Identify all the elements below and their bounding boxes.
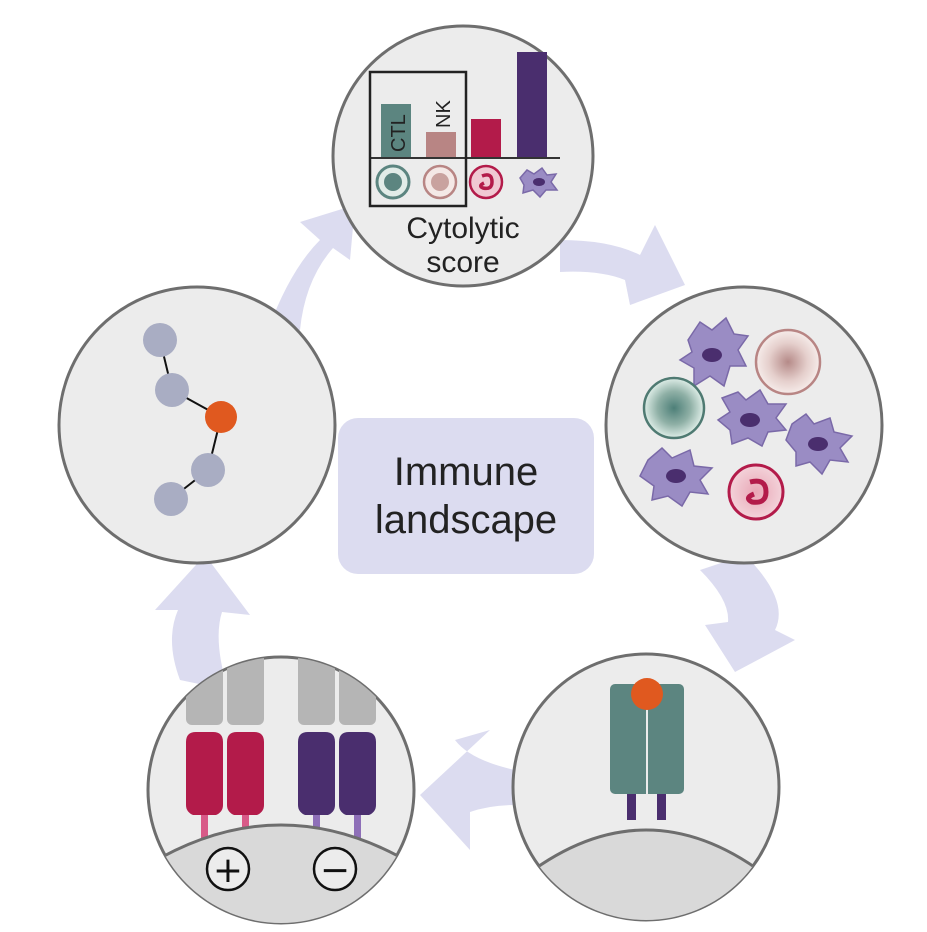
center-title-line2: landscape xyxy=(374,498,558,542)
network-node xyxy=(154,482,188,516)
arrow-right-down xyxy=(700,555,795,672)
arrow-left-up xyxy=(155,555,250,690)
lymphocyte-highlight-box xyxy=(368,70,468,208)
neutrophil-icon xyxy=(468,164,504,200)
minus-symbol: − xyxy=(320,850,350,891)
t-cell-icon xyxy=(642,376,706,440)
plus-symbol: + xyxy=(213,850,243,891)
arrow-bottom-to-left xyxy=(420,730,515,850)
arrow-top-to-right xyxy=(560,225,685,305)
activating-receptor xyxy=(227,732,264,815)
cytolytic-score-panel: CTL NK Cytolytic score xyxy=(331,24,595,288)
cycle-arrows xyxy=(155,205,795,850)
network-node xyxy=(155,373,189,407)
neutrophil-icon xyxy=(727,463,785,521)
bar-label-ctl: CTL xyxy=(388,114,410,152)
minus-icon: − xyxy=(312,846,358,892)
receptor-panel xyxy=(511,652,781,922)
nk-cell-icon xyxy=(754,328,822,396)
bar-neutrophil xyxy=(471,119,501,157)
bar-nk xyxy=(426,132,456,157)
network-node-highlight xyxy=(205,401,237,433)
caption-line1: Cytolytic xyxy=(406,212,519,245)
bar-ctl xyxy=(381,104,411,157)
macrophage-icon xyxy=(716,388,788,448)
macrophage-icon xyxy=(519,166,559,199)
arrow-left-to-top xyxy=(268,205,355,330)
network-node xyxy=(191,453,225,487)
activating-receptor xyxy=(186,732,223,815)
t-cell-icon xyxy=(375,164,411,200)
center-title-line1: Immune xyxy=(393,450,539,494)
signaling-panel: + − xyxy=(146,655,416,925)
plus-icon: + xyxy=(205,846,251,892)
macrophage-icon xyxy=(678,316,750,388)
macrophage-icon xyxy=(785,412,854,476)
ligand-icon xyxy=(631,678,663,710)
inhibitory-receptor xyxy=(298,732,335,815)
immune-cells-panel xyxy=(604,285,884,565)
macrophage-icon xyxy=(639,446,714,508)
caption-line2: score xyxy=(426,246,499,279)
nk-cell-icon xyxy=(422,164,458,200)
network-panel xyxy=(57,285,337,565)
network-node xyxy=(143,323,177,357)
center-title-box: Immune landscape xyxy=(338,418,594,574)
inhibitory-receptor xyxy=(339,732,376,815)
bar-macrophage xyxy=(517,52,547,157)
bar-label-nk: NK xyxy=(433,100,455,128)
